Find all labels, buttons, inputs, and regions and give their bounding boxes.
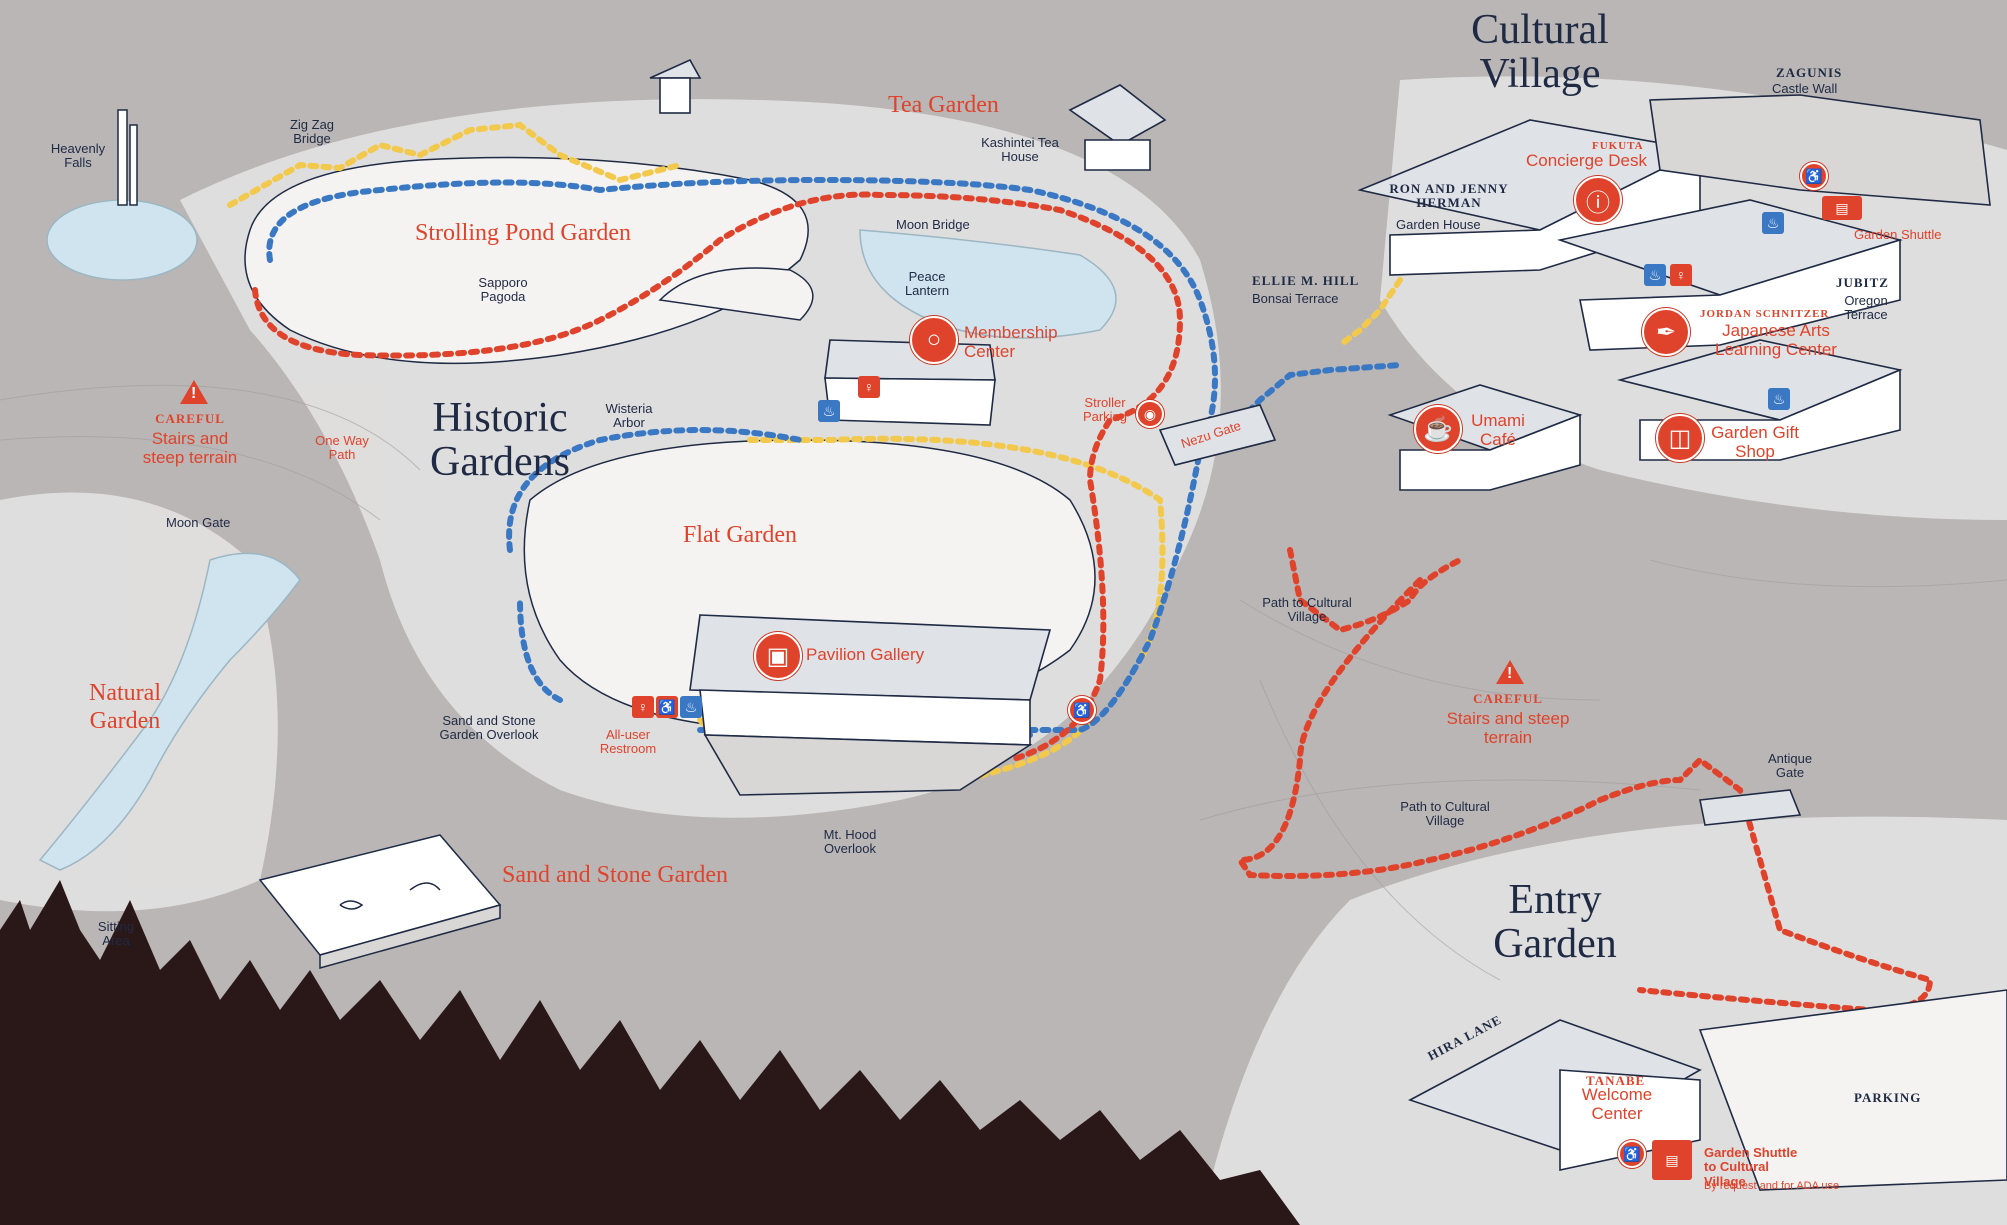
label-concierge-name: FUKUTA bbox=[1592, 140, 1644, 152]
label-moon-bridge: Moon Bridge bbox=[896, 217, 970, 232]
label-kashintei-tea-house: Kashintei Tea House bbox=[981, 135, 1059, 165]
info-desk-icon[interactable]: ⓘ bbox=[1574, 176, 1622, 224]
poi-learning-center[interactable]: Japanese Arts Learning Center bbox=[1715, 321, 1837, 359]
label-heavenly-falls: Heavenly Falls bbox=[50, 141, 106, 171]
label-moon-gate: Moon Gate bbox=[166, 515, 231, 530]
restroom-icon: ♀ bbox=[632, 696, 654, 718]
caution-title-1: CAREFUL bbox=[155, 411, 225, 426]
restroom-icon: ♀ bbox=[858, 376, 880, 398]
water-fountain-icon: ♨ bbox=[680, 696, 702, 718]
gift-icon[interactable]: ◫ bbox=[1656, 414, 1704, 462]
label-learning-name: JORDAN SCHNITZER bbox=[1700, 308, 1830, 320]
label-sapporo-pagoda: Sapporo Pagoda bbox=[478, 275, 528, 305]
label-shuttle-note: By request and for ADA use bbox=[1704, 1180, 1840, 1192]
wheelchair-icon: ♿ bbox=[1800, 162, 1828, 190]
area-title-historic-gardens: Historic Gardens bbox=[430, 395, 570, 486]
caution-title-2: CAREFUL bbox=[1473, 691, 1543, 706]
water bbox=[38, 199, 1117, 871]
label-garden-shuttle: Garden Shuttle bbox=[1854, 227, 1942, 242]
label-wisteria-arbor: Wisteria Arbor bbox=[605, 401, 653, 431]
shuttle-icon: ▤ bbox=[1652, 1140, 1692, 1180]
label-castle-wall: Castle Wall bbox=[1772, 81, 1838, 96]
label-stroller-parking: Stroller Parking bbox=[1082, 395, 1128, 425]
poi-concierge-desk[interactable]: Concierge Desk bbox=[1526, 151, 1647, 170]
caution-text-2: Stairs and steep terrain bbox=[1446, 709, 1570, 747]
label-sand-stone-overlook: Sand and Stone Garden Overlook bbox=[439, 713, 539, 743]
poi-membership-center[interactable]: Membership Center bbox=[964, 323, 1058, 361]
forest-silhouette bbox=[0, 880, 1300, 1225]
label-garden-house-name: RON AND JENNY HERMAN bbox=[1389, 181, 1509, 211]
garden-label-tea: Tea Garden bbox=[888, 92, 999, 118]
caution-text-1: Stairs and steep terrain bbox=[142, 429, 238, 467]
sand-stone-garden-box bbox=[258, 834, 502, 969]
water-fountain-icon: ♨ bbox=[818, 400, 840, 422]
garden-label-flat: Flat Garden bbox=[683, 522, 797, 548]
area-title-entry-garden: Entry Garden bbox=[1493, 877, 1617, 968]
wheelchair-icon: ♿ bbox=[656, 696, 678, 718]
area-title-cultural-village: Cultural Village bbox=[1471, 7, 1609, 98]
label-parking: PARKING bbox=[1854, 1090, 1922, 1105]
label-garden-house: Garden House bbox=[1396, 217, 1481, 232]
wheelchair-icon: ♿ bbox=[1068, 696, 1096, 724]
label-mt-hood-overlook: Mt. Hood Overlook bbox=[823, 827, 877, 857]
label-path-to-cultural-village-2: Path to Cultural Village bbox=[1400, 799, 1490, 829]
water-fountain-icon: ♨ bbox=[1768, 388, 1790, 410]
garden-label-strolling-pond: Strolling Pond Garden bbox=[415, 220, 631, 246]
poi-welcome-center[interactable]: Welcome Center bbox=[1581, 1085, 1653, 1123]
terrain-lines bbox=[0, 384, 2007, 981]
label-oregon-terrace: Oregon Terrace bbox=[1844, 293, 1888, 323]
label-welcome-name: TANABE bbox=[1586, 1073, 1646, 1088]
label-antique-gate: Antique Gate bbox=[1767, 751, 1813, 781]
label-all-user-restroom: All-user Restroom bbox=[599, 727, 657, 757]
label-peace-lantern: Peace Lantern bbox=[904, 269, 950, 299]
cafe-icon[interactable]: ☕ bbox=[1414, 405, 1462, 453]
label-sitting-area: Sitting Area bbox=[97, 919, 135, 949]
label-path-to-cultural-village-1: Path to Cultural Village bbox=[1262, 595, 1352, 625]
water-fountain-icon: ♨ bbox=[1762, 212, 1784, 234]
poi-gift-shop[interactable]: Garden Gift Shop bbox=[1711, 423, 1799, 461]
shuttle-icon: ▤ bbox=[1822, 196, 1862, 220]
label-shuttle-to-cv: Garden Shuttle to Cultural Village bbox=[1704, 1145, 1798, 1189]
label-bonsai-terrace: Bonsai Terrace bbox=[1252, 291, 1339, 306]
gallery-icon[interactable]: ▣ bbox=[754, 632, 802, 680]
garden-label-sand-stone: Sand and Stone Garden bbox=[502, 862, 728, 888]
membership-icon[interactable]: ○ bbox=[910, 316, 958, 364]
caution-icon-1: ! bbox=[180, 380, 208, 404]
caution-icon-2: ! bbox=[1496, 660, 1524, 684]
water-fountain-icon: ♨ bbox=[1644, 264, 1666, 286]
wheelchair-icon: ♿ bbox=[1618, 1140, 1646, 1168]
brush-icon[interactable]: ✒ bbox=[1642, 308, 1690, 356]
garden-label-natural: Natural Garden bbox=[89, 680, 161, 734]
poi-pavilion-gallery[interactable]: Pavilion Gallery bbox=[806, 645, 925, 664]
label-bonsai-name: ELLIE M. HILL bbox=[1252, 273, 1360, 288]
poi-umami-cafe[interactable]: Umami Café bbox=[1471, 411, 1525, 449]
stroller-icon: ◉ bbox=[1136, 400, 1164, 428]
label-zig-zag-bridge: Zig Zag Bridge bbox=[289, 117, 335, 147]
heavenly-falls-fountain bbox=[117, 109, 138, 206]
label-zagunis: ZAGUNIS bbox=[1776, 65, 1843, 80]
label-one-way-path: One Way Path bbox=[315, 433, 369, 463]
restroom-icon: ♀ bbox=[1670, 264, 1692, 286]
label-jubitz: JUBITZ bbox=[1836, 275, 1889, 290]
